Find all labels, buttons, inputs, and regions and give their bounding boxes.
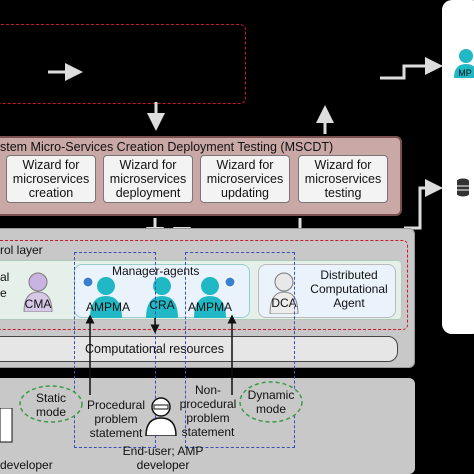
static-mode-ellipse [19,385,83,423]
non-procedural-column-dashed [185,252,295,448]
wizard-updating: Wizard for microservices updating [200,155,290,203]
cma-label: CMA [24,297,52,311]
ampma-agent-icon-1 [82,276,122,318]
ampma-agent-icon-2 [194,276,236,318]
cra-agent-icon [146,277,178,318]
database-icon [457,178,469,197]
right-agent-label: MP [458,68,472,78]
cma-agent-icon [23,272,53,312]
wizard-testing: Wizard for microservices testing [298,155,388,203]
ampma-label-2: AMPMA [188,300,233,314]
control-left-fragment-1: al [0,270,10,284]
control-layer-title: rol layer [0,243,43,257]
distributed-agent-label: Distributed Computational Agent [310,268,388,310]
end-user-icon [145,397,177,436]
dca-agent-icon [269,272,299,314]
dca-label: DCA [271,296,297,310]
mscdt-title: stem Micro-Services Creation Deployment … [0,140,334,154]
arrow-to-right-panel [380,57,443,80]
wizard-creation: Wizard for microservices creation [6,155,96,203]
computational-resources-label: Computational resources [85,342,224,356]
control-left-fragment-2: e [0,286,7,300]
developer-icon-fragment [0,408,13,443]
dynamic-mode-ellipse [239,381,303,423]
wizard-deployment: Wizard for microservices deployment [103,155,193,203]
static-mode-label: Static mode [35,391,67,419]
manager-agent-icons [82,276,236,318]
procedural-statement-label: Procedural problem statement [86,398,146,440]
agents-dashed-region [0,240,408,330]
developer-label: developer [0,458,53,472]
computational-resources-bar [0,336,398,362]
end-user-label: End-user; AMP developer [122,444,204,472]
ampma-label-1: AMPMA [86,300,131,314]
non-procedural-statement-label: Non-procedural problem statement [179,383,237,439]
procedural-column-dashed [74,252,156,448]
top-dashed-region [0,24,246,104]
dynamic-mode-label: Dynamic mode [247,388,295,416]
right-agent-icon [454,49,474,78]
